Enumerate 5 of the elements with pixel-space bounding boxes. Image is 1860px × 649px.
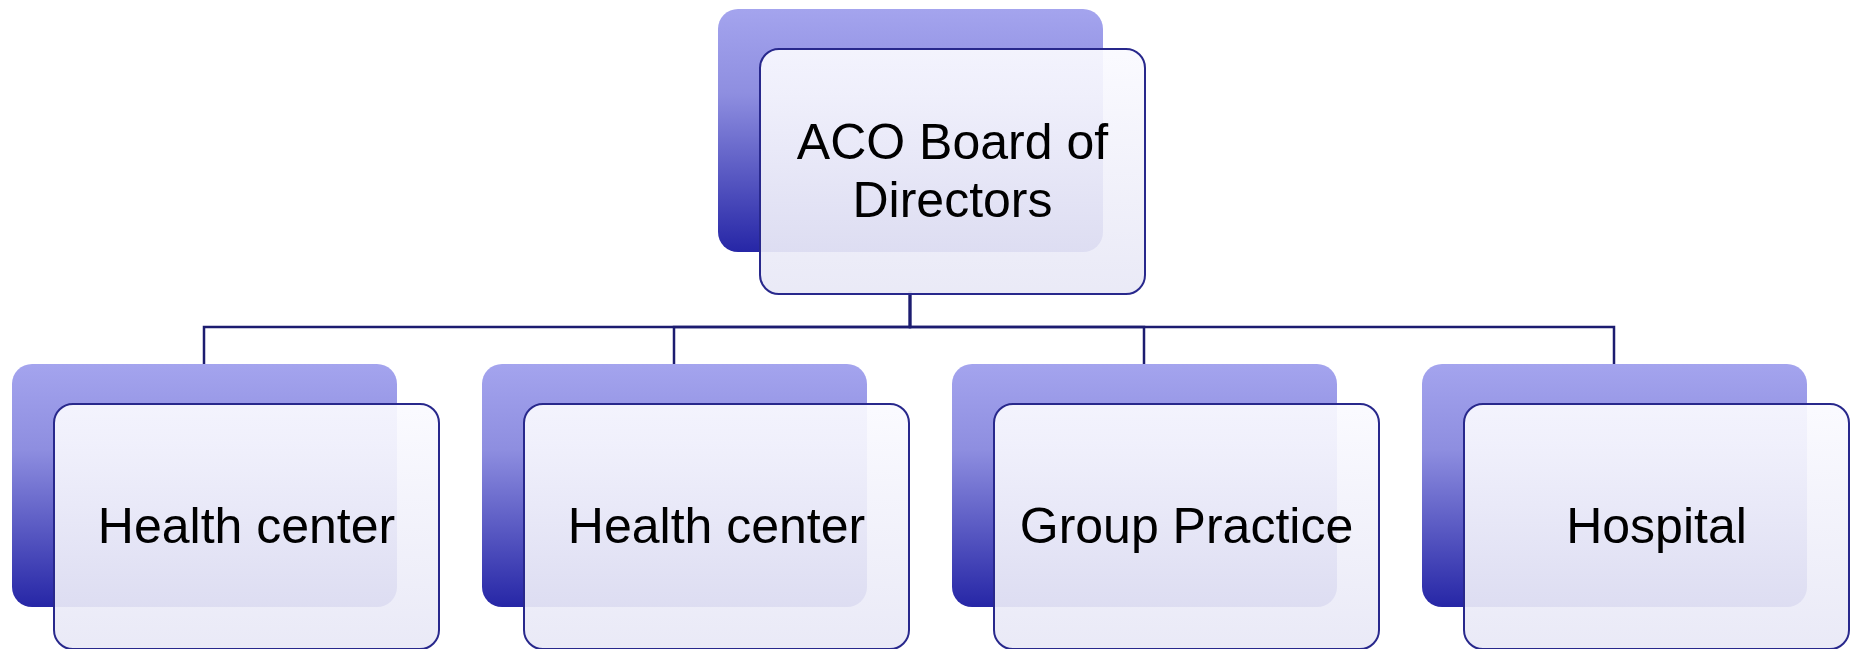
node-label: Hospital <box>1566 497 1747 556</box>
node-label: Group Practice <box>1019 497 1354 556</box>
node-label: ACO Board of Directors <box>795 114 1110 229</box>
node-label: Health center <box>97 497 396 556</box>
node-label: Health center <box>567 497 866 556</box>
